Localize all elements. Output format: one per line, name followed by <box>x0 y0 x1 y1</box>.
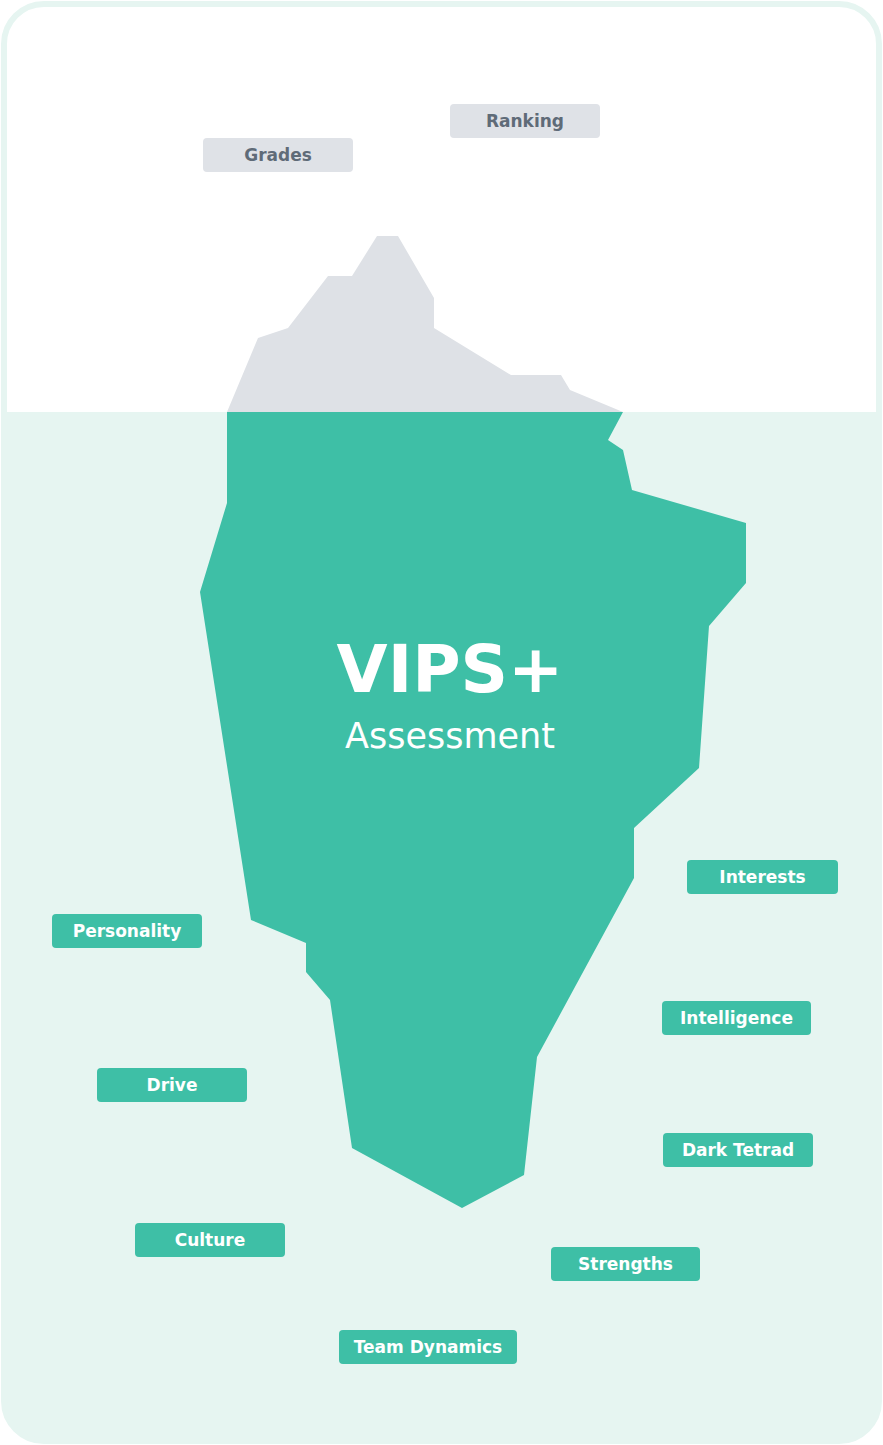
tag-label: Strengths <box>578 1254 673 1274</box>
hidden-trait-tag: Strengths <box>551 1247 700 1281</box>
tag-label: Intelligence <box>680 1008 793 1028</box>
tag-label: Dark Tetrad <box>682 1140 794 1160</box>
tag-label: Grades <box>244 145 312 165</box>
hidden-trait-tag: Personality <box>52 914 202 948</box>
surface-tag: Grades <box>203 138 353 172</box>
tag-label: Team Dynamics <box>354 1337 502 1357</box>
card-border <box>4 4 879 1441</box>
sky <box>3 3 880 1442</box>
water <box>3 412 880 1442</box>
hidden-trait-tag: Drive <box>97 1068 247 1102</box>
tag-label: Interests <box>719 867 805 887</box>
hidden-trait-tag: Dark Tetrad <box>663 1133 813 1167</box>
iceberg-body: VIPS+ Assessment <box>200 412 746 1208</box>
tag-label: Culture <box>175 1230 246 1250</box>
hidden-trait-tag: Culture <box>135 1223 285 1257</box>
subheading: Assessment <box>200 717 700 756</box>
tag-label: Drive <box>147 1075 198 1095</box>
heading: VIPS+ <box>200 634 700 707</box>
hidden-trait-tag: Intelligence <box>662 1001 811 1035</box>
tag-label: Personality <box>73 921 182 941</box>
hidden-trait-tag: Interests <box>687 860 838 894</box>
surface-tag: Ranking <box>450 104 600 138</box>
iceberg-tip <box>227 236 623 412</box>
iceberg-outline <box>200 412 746 1208</box>
hidden-trait-tag: Team Dynamics <box>339 1330 517 1364</box>
tag-label: Ranking <box>486 111 564 131</box>
iceberg-shape <box>200 412 746 1208</box>
